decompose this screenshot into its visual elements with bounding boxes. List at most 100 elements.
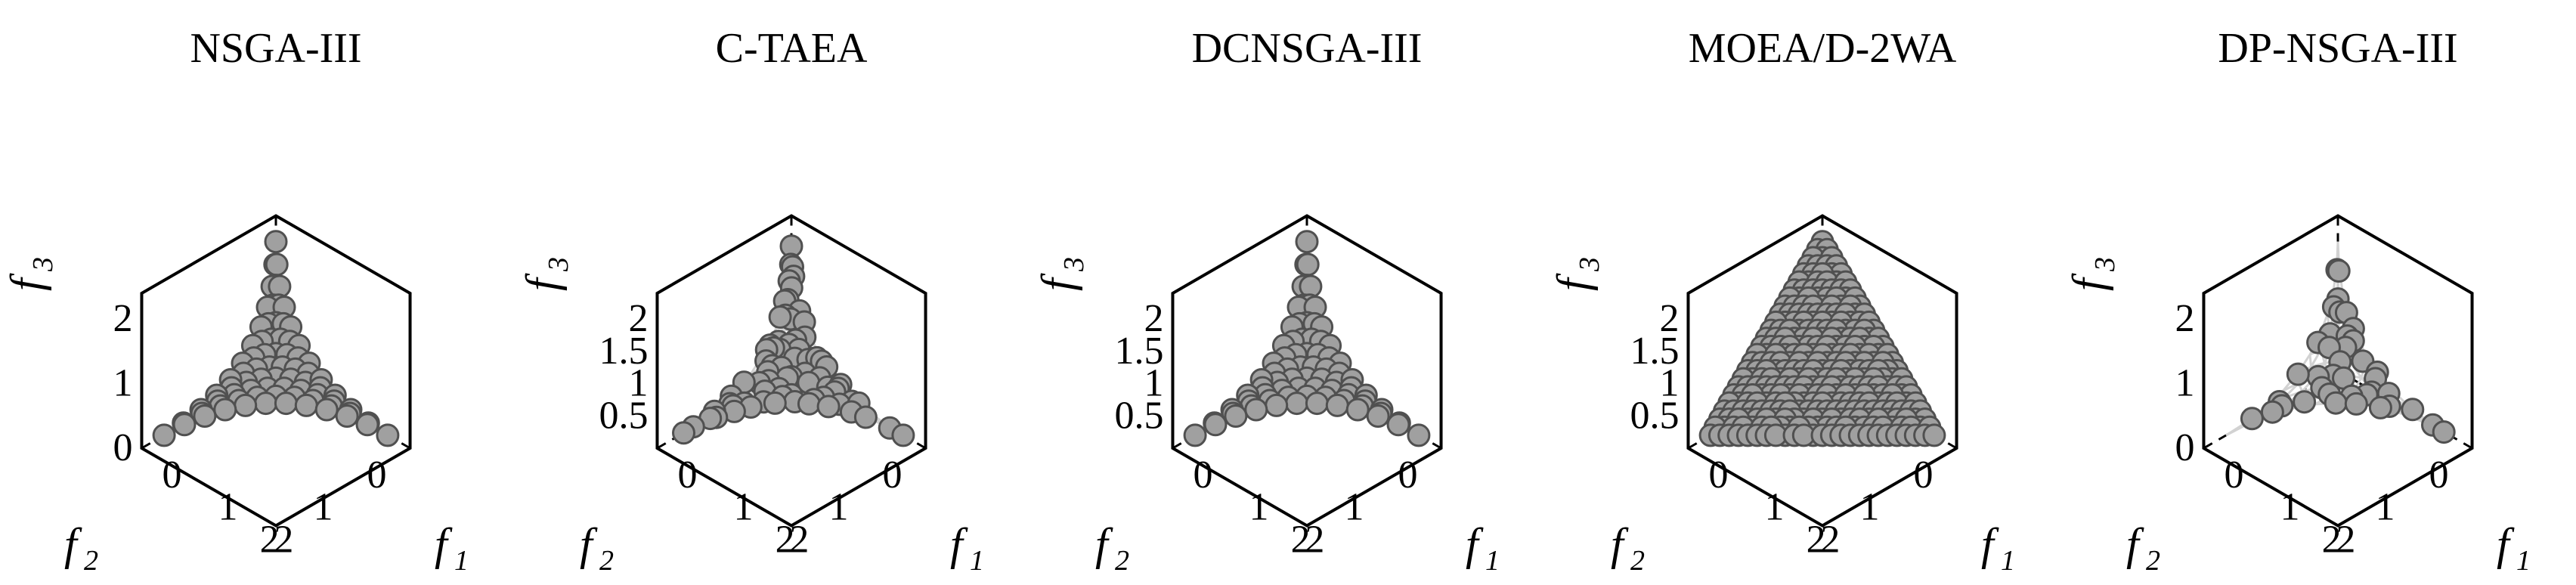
data-point [763,391,787,415]
axis-label-f2-text: f [64,519,82,569]
axis-label-f1-sub: 1 [2001,545,2015,577]
axis-label-f3-sub: 3 [1058,257,1090,272]
tick-f3: 0.5 [599,394,648,437]
panel-title: MOEA/D-2WA [1689,25,1957,72]
data-point [2432,420,2456,444]
tick-f3: 2 [628,297,648,340]
tick-f1: 1 [1764,486,1784,529]
axis-label-f1-text: f [950,519,968,569]
tick-f1: 1 [218,486,237,529]
data-point [1265,393,1289,417]
axis-label-f3: f3 [517,257,574,291]
data-point [335,404,359,428]
tick-f3: 1 [628,362,648,405]
axis-label-f2-sub: 2 [2146,545,2160,577]
data-point [1183,423,1207,447]
axis-label-f3-text: f [2064,273,2113,291]
tick-f2: 1 [829,486,849,529]
tick-f1: 2 [1305,518,1324,561]
axis-label-f2-sub: 2 [599,545,614,577]
tick-f3: 2 [2175,297,2194,340]
tick-f1: 0 [162,453,181,497]
data-point [213,398,237,422]
data-point [1922,423,1946,447]
data-point [274,392,298,416]
tick-f2: 0 [883,453,903,497]
tick-f3: 1 [113,362,132,405]
data-point [2240,407,2264,431]
data-point [2260,400,2284,424]
axis-label-f1-text: f [435,519,453,569]
data-point [314,398,339,422]
axis-label-f2-text: f [2126,519,2144,569]
tick-f2: 0 [367,453,387,497]
data-point [1285,392,1309,416]
tick-f1: 2 [1820,518,1840,561]
axis-label-f1-sub: 1 [454,545,469,577]
panel-title: C-TAEA [716,25,868,72]
axis-label-f3: f3 [1548,257,1605,291]
axis-label-f3: f3 [1033,257,1090,291]
tick-f3: 2 [1144,297,1163,340]
tick-f2: 0 [1398,453,1418,497]
axis-label-f1-text: f [2497,519,2515,569]
tick-f2: 2 [1807,518,1826,561]
axis-label-f2-sub: 2 [84,545,98,577]
data-point [265,252,289,277]
tick-f3: 1.5 [599,330,648,373]
data-point [2324,391,2348,415]
points [672,234,915,447]
axis-label-f1-text: f [1981,519,1999,569]
axis-label-f2-sub: 2 [1630,545,1645,577]
tick-f2: 0 [2429,453,2449,497]
data-point [172,413,197,437]
data-point [264,230,288,254]
axis-label-f3-sub: 3 [1574,257,1605,272]
tick-f1: 2 [789,518,809,561]
tick-f3: 1 [2175,362,2194,405]
data-point [1295,230,1319,254]
axis-label-f3-text: f [2,273,51,291]
tick-f2: 1 [2376,486,2395,529]
data-point [816,395,841,419]
tick-f2: 2 [260,518,280,561]
axis-label-f1-sub: 1 [2516,545,2531,577]
tick-f1: 1 [2280,486,2299,529]
tick-f2: 1 [314,486,333,529]
tick-f1: 2 [274,518,293,561]
data-point [2344,392,2368,416]
data-point [1296,252,1320,277]
data-point [254,392,278,416]
tick-f3: 1.5 [1114,330,1163,373]
axis-label-f2-text: f [1095,519,1113,569]
tick-f2: 1 [1345,486,1364,529]
tick-f3: 0 [113,426,132,469]
tick-f3: 0.5 [1630,394,1679,437]
axes-frame [1171,214,1443,528]
tick-f3: 1.5 [1630,330,1679,373]
panel-title: DCNSGA-III [1192,25,1423,72]
axis-label-f3: f3 [2064,257,2121,291]
tick-f1: 2 [2336,518,2355,561]
data-point [152,423,176,447]
tick-f1: 1 [1249,486,1268,529]
panel-title: DP-NSGA-III [2218,25,2457,72]
data-point [2327,259,2351,283]
data-point [672,421,695,445]
